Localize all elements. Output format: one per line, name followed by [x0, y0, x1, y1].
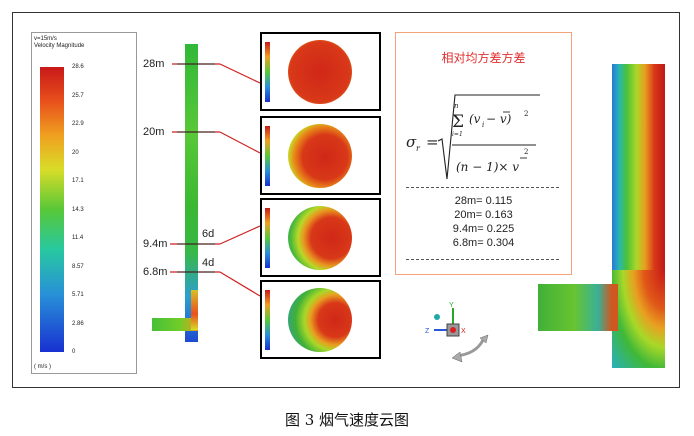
legend-tick: 25.7 — [72, 92, 84, 99]
result-28m: 28m= 0.115 — [454, 195, 513, 207]
svg-text:i: i — [482, 121, 484, 129]
legend-colorbar — [40, 67, 64, 352]
formula-equation: σ r = n Σ i=1 (v i − v) 2 (n − 1)× v 2 — [406, 94, 540, 180]
sum-top: n — [454, 102, 459, 110]
axis-x-label: X — [461, 328, 466, 335]
results-list: 28m= 0.115 20m= 0.163 9.4m= 0.225 6.8m= … — [396, 194, 571, 250]
diameter-label-6d: 6d — [202, 228, 215, 240]
mini-colorbar — [265, 208, 270, 268]
mini-colorbar — [265, 126, 270, 186]
uniformity-formula-box: 相对均方差方差 σ r = n Σ i=1 (v i − v) 2 (n − 1… — [395, 32, 572, 275]
mini-colorbar — [265, 42, 270, 102]
velocity-legend: v=15m/s Velocity Magnitude 28.6 25.7 22.9 2… — [31, 32, 137, 374]
height-label-28m: 28m — [143, 58, 165, 70]
svg-text:2: 2 — [524, 110, 528, 118]
formula-lhs: σ — [406, 133, 417, 151]
tall-flue-pipe — [185, 44, 198, 342]
axis-triad: Y Z X — [425, 302, 489, 363]
svg-text:=: = — [426, 133, 439, 151]
axis-origin-icon — [434, 314, 440, 320]
legend-tick: 2.86 — [72, 320, 84, 327]
inlet-duct — [152, 318, 198, 331]
inlet-contour — [538, 284, 618, 331]
diameter-label-4d: 4d — [202, 257, 215, 269]
axis-z-label: Z — [425, 328, 430, 335]
legend-tick: 22.9 — [72, 121, 84, 127]
height-label-9-4m: 9.4m — [143, 238, 168, 250]
legend-unit: ( m/s ) — [34, 364, 51, 370]
legend-tick: 5.71 — [72, 292, 84, 298]
legend-tick: 8.57 — [72, 263, 84, 270]
section-thumb-6-8m — [260, 280, 381, 359]
legend-tick: 0 — [72, 349, 76, 355]
section-disc — [288, 288, 352, 352]
legend-tick: 20 — [72, 149, 79, 156]
pipe-elbow-hotspot — [191, 290, 198, 330]
svg-text:Σ: Σ — [452, 112, 464, 132]
result-6-8m: 6.8m= 0.304 — [452, 237, 515, 249]
section-disc — [288, 124, 352, 188]
legend-header-speed: v=15m/s — [34, 36, 57, 42]
section-disc — [288, 40, 352, 104]
formula-title: 相对均方差方差 — [441, 51, 526, 65]
numerator-main: (v — [469, 112, 481, 126]
sum-bottom: i=1 — [452, 131, 463, 138]
denominator: (n − 1)× v — [456, 160, 519, 174]
elbow-contour-lower — [612, 270, 665, 368]
height-label-20m: 20m — [143, 126, 165, 138]
mini-colorbar — [265, 290, 270, 350]
section-thumb-20m — [260, 116, 381, 195]
figure-caption: 图 3 烟气速度云图 — [284, 411, 410, 429]
svg-text:2: 2 — [524, 148, 528, 156]
legend-tick: 14.3 — [72, 206, 84, 213]
legend-tick: 11.4 — [72, 235, 84, 241]
result-9-4m: 9.4m= 0.225 — [452, 223, 515, 235]
results-divider-top — [406, 187, 559, 188]
results-divider-bottom — [406, 259, 559, 260]
section-thumb-28m — [260, 32, 381, 111]
height-label-6-8m: 6.8m — [143, 266, 168, 278]
legend-tick: 17.1 — [72, 178, 84, 184]
legend-header-title: Velocity Magnitude — [34, 43, 85, 49]
numerator-rest: − v) — [486, 112, 512, 126]
formula-lhs-sub: r — [416, 144, 421, 153]
legend-tick: 28.6 — [72, 64, 84, 70]
section-thumb-9-4m — [260, 198, 381, 277]
section-disc — [288, 206, 352, 270]
result-20m: 20m= 0.163 — [454, 209, 513, 221]
axis-y-label: Y — [449, 302, 454, 309]
